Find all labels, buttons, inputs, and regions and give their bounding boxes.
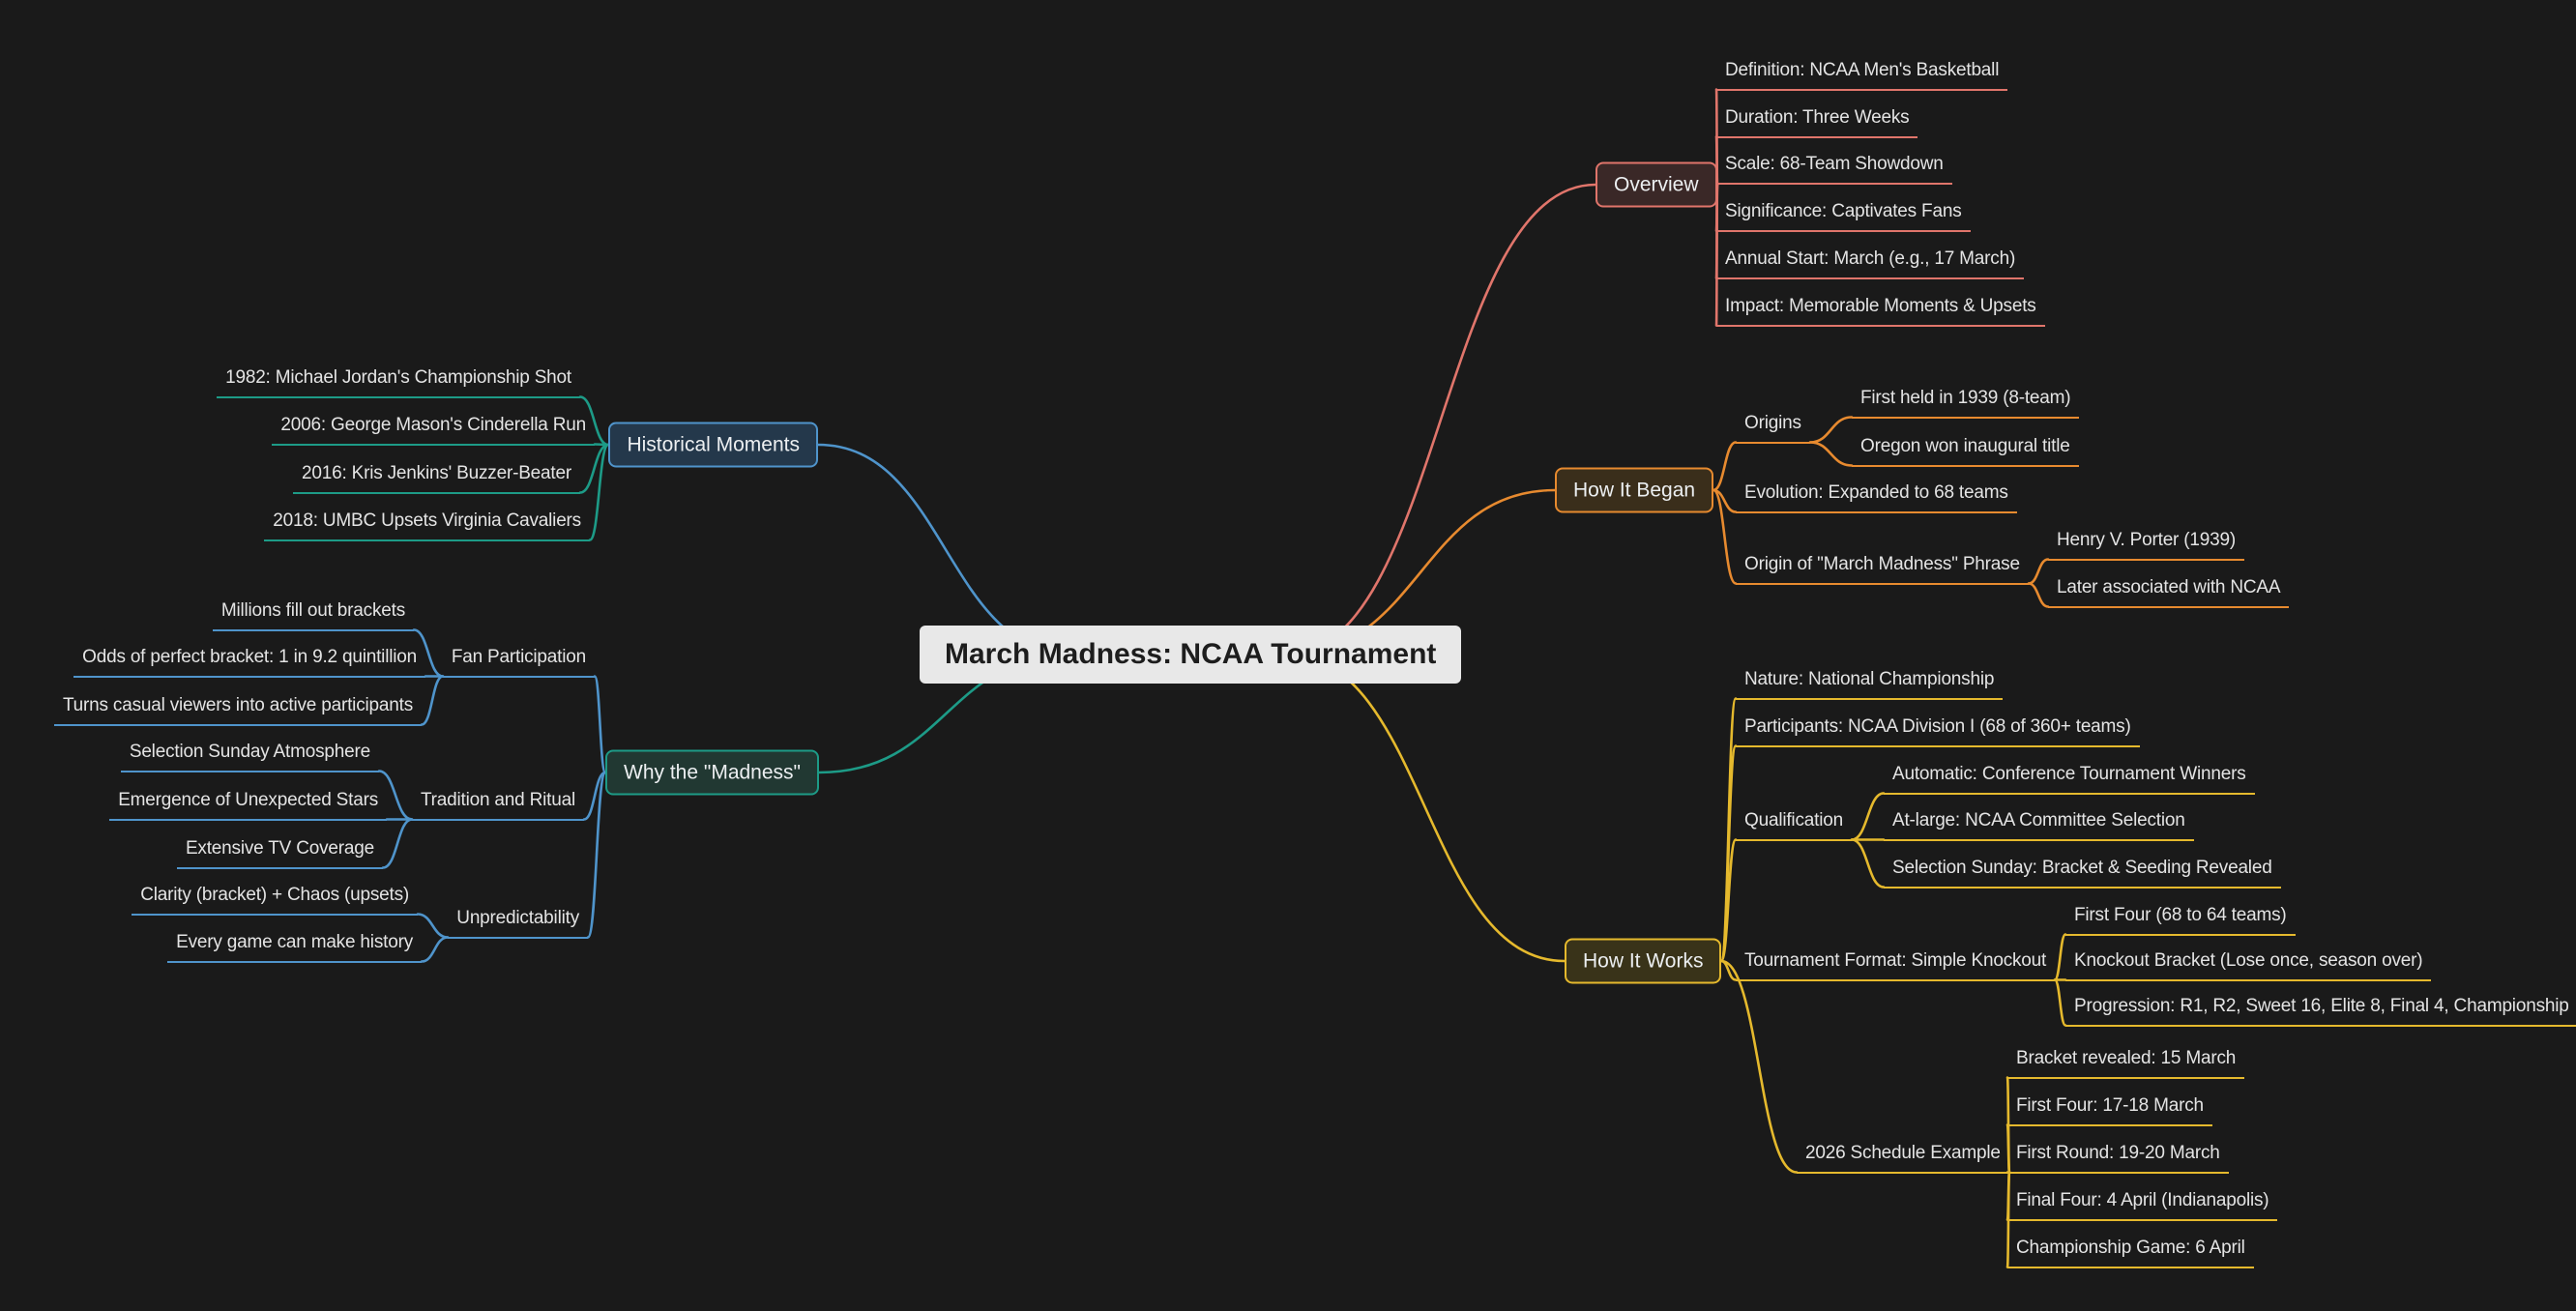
leaf-node-1982-michael-jordan-s-championship-shot[interactable]: 1982: Michael Jordan's Championship Shot [217,367,580,398]
leaf-node-oregon-won-inaugural-title[interactable]: Oregon won inaugural title [1852,436,2079,467]
branch-node-historical-moments[interactable]: Historical Moments [608,422,818,468]
link-path [1719,744,1738,963]
link-path [593,675,607,774]
leaf-node-annual-start-march-e-g-17-march[interactable]: Annual Start: March (e.g., 17 March) [1716,248,2025,279]
link-path [586,771,607,939]
link-path [1719,838,1738,963]
link-path [1719,959,1799,1174]
link-path [588,443,610,541]
leaf-node-final-four-4-april-indianapolis[interactable]: Final Four: 4 April (Indianapolis) [2007,1190,2278,1221]
link-path [2027,582,2050,608]
subtopic-node-fan-participation[interactable]: Fan Participation [442,647,595,678]
leaf-node-nature-national-championship[interactable]: Nature: National Championship [1736,669,2004,700]
leaf-node-bracket-revealed-15-march[interactable]: Bracket revealed: 15 March [2007,1048,2245,1079]
leaf-node-first-four-68-to-64-teams[interactable]: First Four (68 to 64 teams) [2065,905,2296,936]
leaf-node-henry-v-porter-1939[interactable]: Henry V. Porter (1939) [2048,530,2244,561]
leaf-node-selection-sunday-atmosphere[interactable]: Selection Sunday Atmosphere [120,742,379,772]
subtopic-node-tradition-and-ritual[interactable]: Tradition and Ritual [411,790,584,821]
link-path [377,770,414,821]
link-path [1284,653,1566,963]
leaf-node-significance-captivates-fans[interactable]: Significance: Captivates Fans [1716,201,1971,232]
branch-node-why-the-madness[interactable]: Why the "Madness" [605,749,819,796]
leaf-node-evolution-expanded-to-68-teams[interactable]: Evolution: Expanded to 68 teams [1736,482,2017,513]
link-path [412,628,445,678]
link-path [1712,488,1738,585]
leaf-node-automatic-conference-tournament-winners[interactable]: Automatic: Conference Tournament Winners [1884,764,2255,795]
link-path [1850,792,1886,841]
link-path [2053,933,2067,981]
leaf-node-duration-three-weeks[interactable]: Duration: Three Weeks [1716,107,1918,138]
leaf-node-extensive-tv-coverage[interactable]: Extensive TV Coverage [176,838,383,869]
leaf-node-definition-ncaa-men-s-basketball[interactable]: Definition: NCAA Men's Basketball [1716,60,2008,91]
subtopic-node-origin-of-march-madness-phrase[interactable]: Origin of "March Madness" Phrase [1736,554,2029,585]
link-path [582,771,607,821]
subtopic-node-tournament-format-simple-knockout[interactable]: Tournament Format: Simple Knockout [1736,950,2056,981]
leaf-node-scale-68-team-showdown[interactable]: Scale: 68-Team Showdown [1716,154,1952,185]
link-path [1284,183,1597,656]
subtopic-node-2026-schedule-example[interactable]: 2026 Schedule Example [1797,1143,2009,1174]
link-path [1714,183,1719,327]
link-path [2027,558,2050,585]
leaf-node-first-four-17-18-march[interactable]: First Four: 17-18 March [2007,1095,2212,1126]
link-path [578,395,610,447]
branch-node-how-it-works[interactable]: How It Works [1565,938,1722,984]
link-path [420,936,450,963]
subtopic-node-qualification[interactable]: Qualification [1736,810,1852,841]
leaf-node-2016-kris-jenkins-buzzer-beater[interactable]: 2016: Kris Jenkins' Buzzer-Beater [293,463,580,494]
link-path [578,443,610,494]
link-path [416,913,450,939]
leaf-node-first-round-19-20-march[interactable]: First Round: 19-20 March [2007,1143,2229,1174]
link-path [1850,838,1886,889]
subtopic-node-unpredictability[interactable]: Unpredictability [448,908,588,939]
leaf-node-2006-george-mason-s-cinderella-run[interactable]: 2006: George Mason's Cinderella Run [272,415,595,446]
link-path [381,818,414,869]
link-path [2053,978,2067,1027]
leaf-node-at-large-ncaa-committee-selection[interactable]: At-large: NCAA Committee Selection [1884,810,2194,841]
leaf-node-2018-umbc-upsets-virginia-cavaliers[interactable]: 2018: UMBC Upsets Virginia Cavaliers [264,510,590,541]
link-path [1808,416,1854,444]
leaf-node-odds-of-perfect-bracket-1-in-9-2-quintil[interactable]: Odds of perfect bracket: 1 in 9.2 quinti… [73,647,425,678]
leaf-node-championship-game-6-april[interactable]: Championship Game: 6 April [2007,1238,2254,1268]
leaf-node-participants-ncaa-division-i-68-of-360-t[interactable]: Participants: NCAA Division I (68 of 360… [1736,716,2140,747]
link-path [1808,441,1854,467]
leaf-node-selection-sunday-bracket-seeding-reveale[interactable]: Selection Sunday: Bracket & Seeding Reve… [1884,858,2281,889]
leaf-node-impact-memorable-moments-upsets[interactable]: Impact: Memorable Moments & Upsets [1716,296,2045,327]
branch-node-how-it-began[interactable]: How It Began [1555,467,1714,513]
leaf-node-every-game-can-make-history[interactable]: Every game can make history [167,932,422,963]
central-topic-node[interactable]: March Madness: NCAA Tournament [920,626,1462,684]
leaf-node-emergence-of-unexpected-stars[interactable]: Emergence of Unexpected Stars [109,790,387,821]
leaf-node-millions-fill-out-brackets[interactable]: Millions fill out brackets [212,600,414,631]
link-path [420,675,445,726]
branch-node-overview[interactable]: Overview [1595,161,1717,208]
link-path [1712,441,1738,492]
leaf-node-first-held-in-1939-8-team[interactable]: First held in 1939 (8-team) [1852,388,2080,419]
leaf-node-progression-r1-r2-sweet-16-elite-8-final[interactable]: Progression: R1, R2, Sweet 16, Elite 8, … [2065,996,2576,1027]
leaf-node-turns-casual-viewers-into-active-partici[interactable]: Turns casual viewers into active partici… [53,695,422,726]
leaf-node-later-associated-with-ncaa[interactable]: Later associated with NCAA [2048,577,2290,608]
link-path [816,443,1075,656]
leaf-node-clarity-bracket-chaos-upsets[interactable]: Clarity (bracket) + Chaos (upsets) [132,885,418,916]
leaf-node-knockout-bracket-lose-once-season-over[interactable]: Knockout Bracket (Lose once, season over… [2065,950,2432,981]
subtopic-node-origins[interactable]: Origins [1736,413,1810,444]
